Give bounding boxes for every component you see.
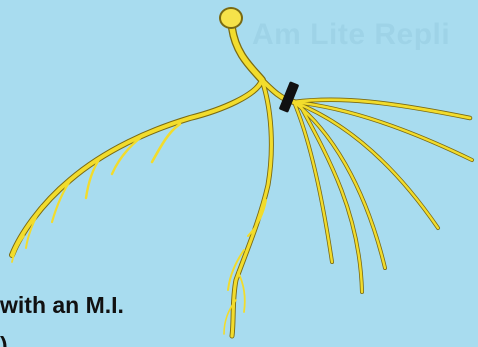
caption-line-1: with an M.I.	[0, 294, 124, 317]
soma	[221, 9, 241, 27]
caption-line-2: )	[0, 334, 8, 347]
dendrite-tree	[12, 28, 472, 336]
